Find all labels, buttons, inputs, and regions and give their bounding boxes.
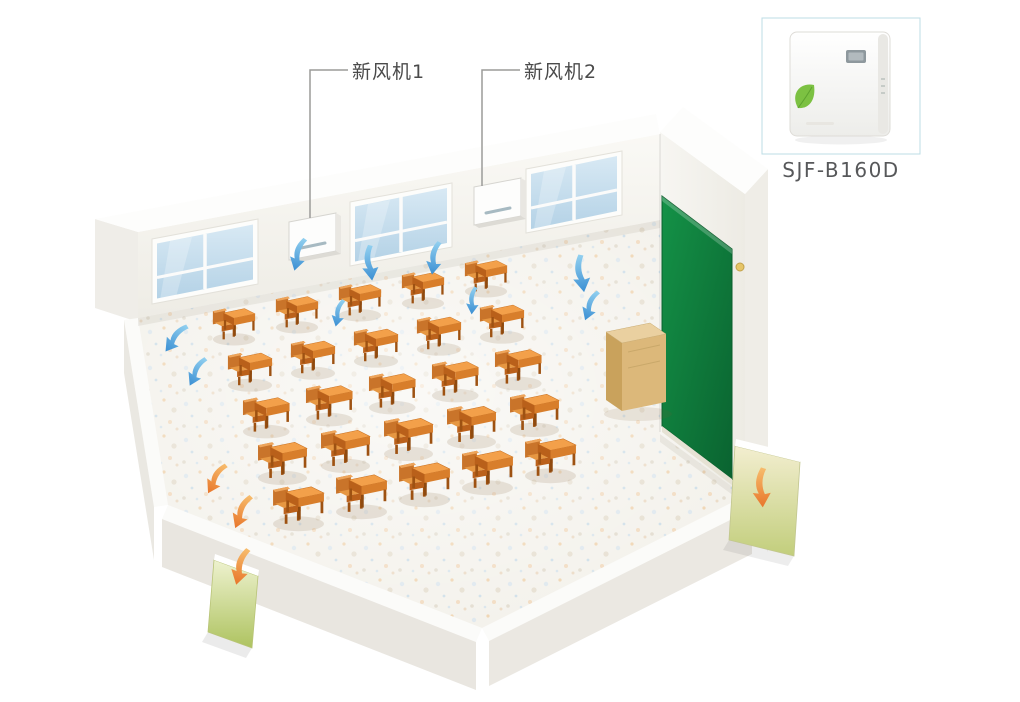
wall-base-shadow	[138, 220, 660, 326]
product-card	[761, 17, 921, 155]
unit-vent-slot	[299, 241, 327, 250]
fresh-air-unit-2	[473, 177, 526, 228]
chalk-tray	[662, 426, 732, 485]
callout-line-unit-2	[481, 69, 520, 186]
product-image-fresh-air-unit	[789, 31, 891, 137]
callout-line-unit-1	[309, 69, 348, 218]
wall-base-shadow	[660, 434, 745, 504]
teacher-desk	[604, 322, 672, 421]
exhaust-door-left	[202, 554, 259, 658]
window-1	[151, 218, 259, 305]
wall-top-bands	[95, 107, 768, 232]
unit-vent-slot	[484, 206, 512, 215]
fresh-air-unit-2-label: 新风机2	[524, 61, 598, 83]
window-2	[349, 182, 453, 267]
front-door-knob	[735, 262, 745, 272]
window-3	[525, 150, 623, 234]
fresh-air-unit-1-label: 新风机1	[352, 61, 426, 83]
product-model-label: SJF-B160D	[782, 158, 900, 182]
chalkboard	[661, 194, 733, 485]
